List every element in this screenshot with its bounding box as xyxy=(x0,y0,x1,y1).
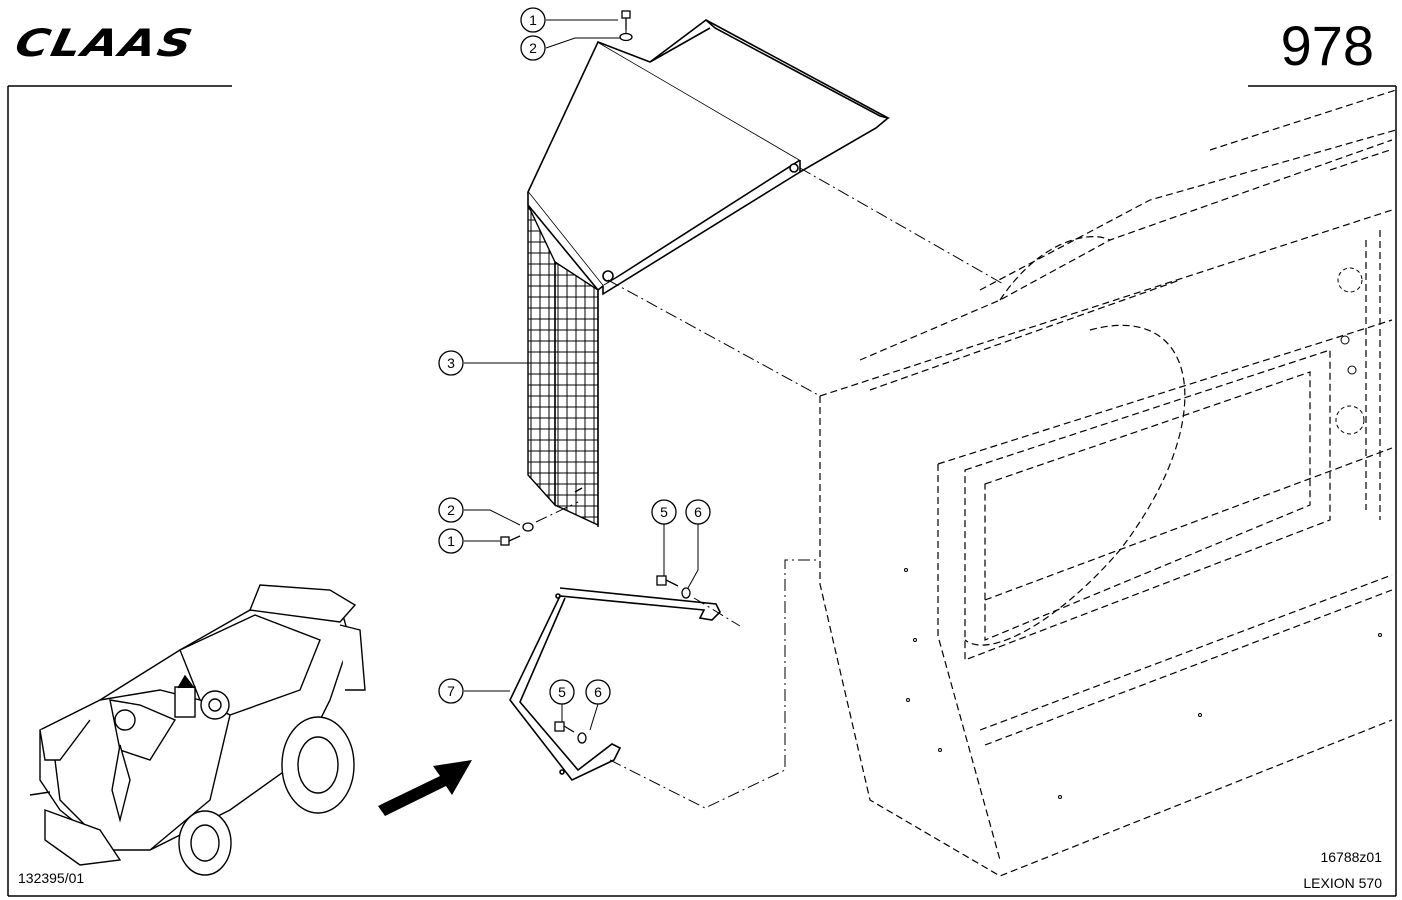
cover-hood xyxy=(527,19,890,296)
callout-label: 2 xyxy=(447,502,455,518)
sheet-frame xyxy=(7,85,1397,897)
machine-frame-outline xyxy=(819,89,1397,877)
page-number: 978 xyxy=(1280,14,1374,77)
callout-7: 7 xyxy=(438,678,464,704)
combine-harvester-overview xyxy=(29,584,366,876)
callout-label: 2 xyxy=(529,40,537,56)
callout-5-lower: 5 xyxy=(549,679,575,705)
callout-label: 1 xyxy=(529,12,537,28)
callout-circles: 1 2 3 2 1 5 6 7 5 6 xyxy=(438,7,711,705)
callout-5-upper: 5 xyxy=(651,499,677,525)
leader-lines xyxy=(464,19,699,731)
frame-holes xyxy=(904,267,1382,799)
callout-label: 7 xyxy=(447,683,455,699)
callout-6-lower: 6 xyxy=(585,679,611,705)
fasteners xyxy=(500,10,691,744)
callout-label: 6 xyxy=(594,684,602,700)
callout-1-top: 1 xyxy=(520,7,546,33)
callout-1-bottom: 1 xyxy=(438,528,464,554)
callout-label: 1 xyxy=(447,533,455,549)
location-arrow-icon xyxy=(378,760,472,816)
mesh-screen xyxy=(527,204,599,527)
callout-6-upper: 6 xyxy=(685,499,711,525)
callout-label: 3 xyxy=(447,355,455,371)
drawing-reference: 16788z01 xyxy=(1320,849,1382,865)
callout-3: 3 xyxy=(438,350,464,376)
support-bracket xyxy=(509,587,721,781)
callout-2-bottom: 2 xyxy=(438,497,464,523)
footer-code: 132395/01 xyxy=(18,870,85,886)
model-name: LEXION 570 xyxy=(1303,875,1382,891)
callout-label: 5 xyxy=(660,504,668,520)
callout-label: 6 xyxy=(694,504,702,520)
callout-2-top: 2 xyxy=(520,35,546,61)
callout-label: 5 xyxy=(558,684,566,700)
